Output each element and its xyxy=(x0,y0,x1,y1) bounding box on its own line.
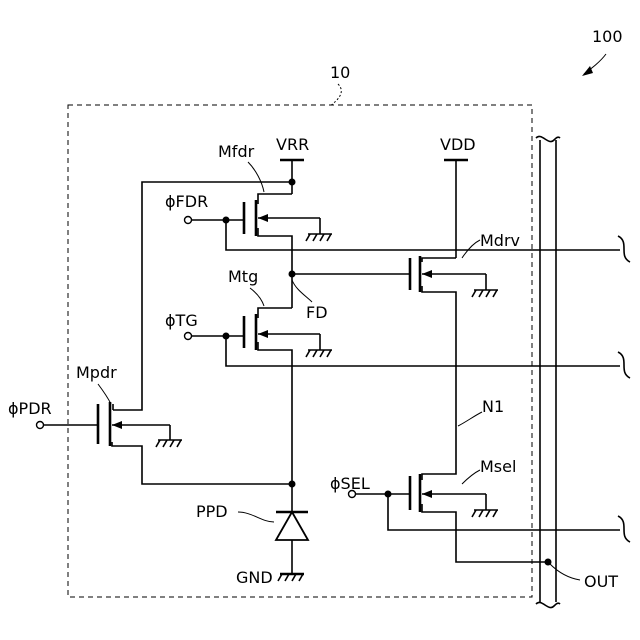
mpdr-label: Mpdr xyxy=(76,363,117,382)
mfdr-ground-symbol xyxy=(306,234,332,241)
pdr-terminal xyxy=(37,422,44,429)
mpdr-body-arrow xyxy=(112,421,122,429)
msel-source xyxy=(422,504,548,562)
mpdr-leader xyxy=(98,384,111,404)
msel-leader xyxy=(462,470,480,484)
sel-row-break xyxy=(618,516,630,542)
tg-signal-label: ϕTG xyxy=(165,311,198,330)
mpdr-ground-symbol xyxy=(156,440,182,447)
tg-terminal xyxy=(185,333,192,340)
n1-label: N1 xyxy=(482,397,504,416)
ppd-leader xyxy=(238,512,274,522)
mtg-ground-symbol xyxy=(306,350,332,357)
sel-terminal xyxy=(349,491,356,498)
msel-body-arrow xyxy=(422,490,432,498)
pixel-ref-label: 10 xyxy=(330,63,350,82)
mfdr-leader xyxy=(248,162,264,192)
mtg-drain xyxy=(258,308,292,318)
mfdr-label: Mfdr xyxy=(218,142,255,161)
mfdr-drain xyxy=(258,194,292,204)
mtg-body-arrow xyxy=(258,330,268,338)
tg-row-break xyxy=(618,352,630,378)
fdr-terminal xyxy=(185,217,192,224)
mtg-leader xyxy=(250,288,264,306)
mtg-source xyxy=(258,342,292,482)
out-column-break-bottom xyxy=(536,602,560,607)
sel-signal-label: ϕSEL xyxy=(330,474,370,493)
mdrv-leader xyxy=(462,240,480,258)
photodiode-symbol xyxy=(276,512,308,540)
n1-leader xyxy=(458,412,482,426)
mdrv-source xyxy=(422,286,456,426)
gnd-symbol xyxy=(278,574,304,581)
tg-row-line xyxy=(226,336,620,366)
device-ref-arrowhead xyxy=(582,66,593,76)
mdrv-body-arrow xyxy=(422,270,432,278)
mpdr-source xyxy=(112,442,292,484)
msel-drain xyxy=(422,426,456,480)
out-label: OUT xyxy=(584,572,618,591)
msel-label: Msel xyxy=(480,457,516,476)
vdd-label: VDD xyxy=(440,135,476,154)
mdrv-label: Mdrv xyxy=(480,231,520,250)
mdrv-ground-symbol xyxy=(472,290,498,297)
mfdr-source xyxy=(258,228,292,274)
fdr-row-line xyxy=(226,220,620,250)
gnd-label: GND xyxy=(236,568,273,587)
pixel-ref-leader xyxy=(330,84,341,106)
device-ref-label: 100 xyxy=(592,27,623,46)
ppd-label: PPD xyxy=(196,502,228,521)
vrr-label: VRR xyxy=(276,135,309,154)
fdr-row-break xyxy=(618,236,630,262)
mdrv-drain xyxy=(422,258,456,262)
out-leader xyxy=(550,564,580,580)
mtg-label: Mtg xyxy=(228,267,258,286)
mfdr-body-arrow xyxy=(258,214,268,222)
pixel-boundary xyxy=(68,105,532,597)
pdr-signal-label: ϕPDR xyxy=(8,399,52,418)
fdr-signal-label: ϕFDR xyxy=(165,192,208,211)
fd-leader xyxy=(292,280,312,302)
msel-ground-symbol xyxy=(472,510,498,517)
fd-label: FD xyxy=(306,303,328,322)
